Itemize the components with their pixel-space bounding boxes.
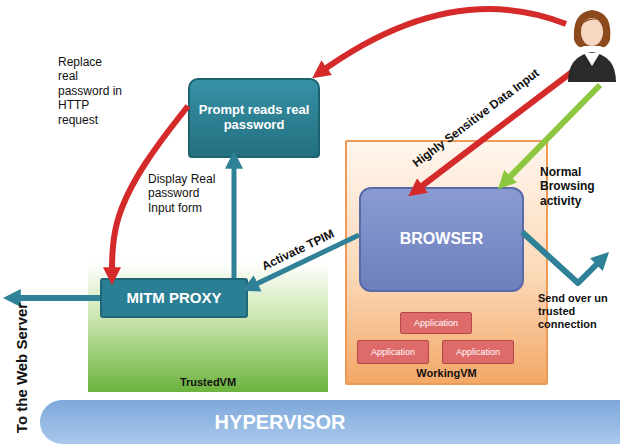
region-label: TrustedVM <box>88 376 328 389</box>
hypervisor-band: HYPERVISOR <box>40 400 620 444</box>
prompt-box: Prompt reads real password <box>188 78 320 158</box>
user-face <box>581 18 603 46</box>
box-label: MITM PROXY <box>126 289 221 306</box>
box-label: Application <box>456 347 500 357</box>
box-label: HYPERVISOR <box>215 411 346 434</box>
application-box: Application <box>357 340 429 364</box>
proxy-box: MITM PROXY <box>100 278 248 318</box>
arrow-label: Normal Browsing activity <box>540 165 614 208</box>
note-text: Replace real password in HTTP request <box>58 55 124 127</box>
vm-region: WorkingVMBROWSERApplicationApplicationAp… <box>345 140 548 385</box>
application-box: Application <box>442 340 514 364</box>
application-box: Application <box>400 312 472 334</box>
browser-box: BROWSER <box>359 187 524 292</box>
vm-region: TrustedVM MITM PROXY <box>88 262 328 392</box>
web-server-arrow <box>10 295 100 301</box>
region-label: WorkingVM <box>347 367 546 380</box>
user-body <box>568 52 616 82</box>
display-form-arrow <box>232 158 237 278</box>
destination-label: To the Web Server <box>13 303 31 433</box>
box-label: Prompt reads real password <box>198 103 310 133</box>
user-fringe <box>580 18 604 26</box>
user-collar <box>584 53 600 66</box>
user-to-prompt-arrow <box>318 9 566 74</box>
user-hair <box>574 10 611 47</box>
arrow-label: Send over un trusted connection <box>538 292 616 332</box>
box-label: BROWSER <box>400 230 484 248</box>
note-text: Display Real password Input form <box>148 172 218 215</box>
user-figure <box>568 10 616 82</box>
box-label: Application <box>371 347 415 357</box>
box-label: Application <box>414 318 458 328</box>
